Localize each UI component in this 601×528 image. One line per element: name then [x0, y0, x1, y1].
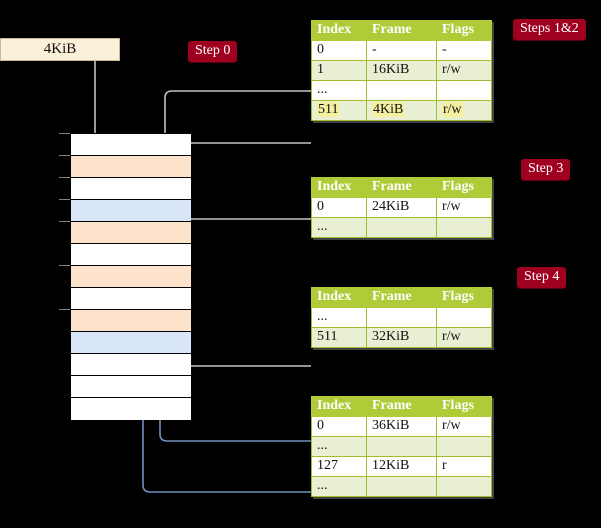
- table-row: 511 4KiB r/w: [311, 100, 492, 121]
- column-header-index: Index: [311, 287, 367, 308]
- column-header-frame: Frame: [366, 396, 437, 417]
- memory-frame-3: [71, 200, 191, 222]
- memory-frame-1: [71, 156, 191, 178]
- entry-index: ...: [311, 217, 367, 238]
- badge-step-4: Step 4: [517, 267, 567, 288]
- entry-index: ...: [311, 80, 367, 101]
- entry-flags: r: [436, 456, 492, 477]
- memory-tick-2: [59, 177, 70, 178]
- table-header-row: Index Frame Flags: [311, 287, 492, 308]
- entry-frame: 32KiB: [366, 327, 437, 348]
- memory-tick-1: [59, 155, 70, 156]
- entry-index: 0: [311, 416, 367, 437]
- highlight-mark: 4KiB: [372, 102, 405, 117]
- entry-frame: [366, 80, 437, 101]
- memory-frame-11: [71, 376, 191, 398]
- entry-flags: r/w: [436, 60, 492, 81]
- entry-frame: [366, 217, 437, 238]
- column-header-flags: Flags: [436, 177, 492, 198]
- highlight-mark: 511: [317, 102, 340, 117]
- entry-index: 511: [311, 100, 367, 121]
- badge-steps-1-2: Steps 1&2: [513, 19, 586, 40]
- column-header-flags: Flags: [436, 396, 492, 417]
- badge-step-3: Step 3: [521, 159, 571, 180]
- entry-frame: 16KiB: [366, 60, 437, 81]
- entry-flags: [436, 80, 492, 101]
- entry-index: 1: [311, 60, 367, 81]
- table-row: ...: [311, 436, 492, 457]
- entry-frame: 36KiB: [366, 416, 437, 437]
- memory-frame-6: [71, 266, 191, 288]
- highlight-mark: r/w: [442, 102, 463, 117]
- entry-index: 0: [311, 40, 367, 61]
- table-row: 0--: [311, 40, 492, 61]
- memory-tick-0: [59, 133, 70, 134]
- badge-step-0: Step 0: [188, 41, 238, 62]
- column-header-index: Index: [311, 20, 367, 41]
- entry-flags: [436, 436, 492, 457]
- memory-tick-4: [59, 221, 70, 222]
- table-header-row: Index Frame Flags: [311, 396, 492, 417]
- memory-tick-3: [59, 199, 70, 200]
- column-header-index: Index: [311, 177, 367, 198]
- entry-flags: -: [436, 40, 492, 61]
- entry-flags: r/w: [436, 416, 492, 437]
- column-header-flags: Flags: [436, 287, 492, 308]
- column-header-flags: Flags: [436, 20, 492, 41]
- memory-frame-8: [71, 310, 191, 332]
- column-header-frame: Frame: [366, 287, 437, 308]
- memory-frame-2: [71, 178, 191, 200]
- table-row: ...: [311, 307, 492, 328]
- entry-index: 127: [311, 456, 367, 477]
- table-header-row: Index Frame Flags: [311, 20, 492, 41]
- memory-frame-0: [71, 134, 191, 156]
- entry-index: ...: [311, 476, 367, 497]
- entry-frame: -: [366, 40, 437, 61]
- column-header-frame: Frame: [366, 177, 437, 198]
- virtual-address-box: 4KiB: [0, 38, 120, 61]
- entry-flags: [436, 307, 492, 328]
- memory-frame-9: [71, 332, 191, 354]
- entry-flags: r/w: [436, 100, 492, 121]
- table-row: ...: [311, 476, 492, 497]
- entry-frame: [366, 436, 437, 457]
- column-header-frame: Frame: [366, 20, 437, 41]
- entry-index: ...: [311, 307, 367, 328]
- memory-frame-5: [71, 244, 191, 266]
- column-header-index: Index: [311, 396, 367, 417]
- wire-step3: [178, 218, 311, 254]
- entry-index: ...: [311, 436, 367, 457]
- entry-frame: [366, 476, 437, 497]
- memory-frame-7: [71, 288, 191, 310]
- memory-frame-4: [71, 222, 191, 244]
- memory-frame-10: [71, 354, 191, 376]
- table-header-row: Index Frame Flags: [311, 177, 492, 198]
- entry-frame: 24KiB: [366, 197, 437, 218]
- entry-frame: [366, 307, 437, 328]
- entry-frame: 12KiB: [366, 456, 437, 477]
- wire-step4: [172, 296, 311, 367]
- memory-tick-8: [59, 309, 70, 310]
- entry-flags: [436, 217, 492, 238]
- entry-flags: r/w: [436, 327, 492, 348]
- entry-flags: r/w: [436, 197, 492, 218]
- memory-frame-12: [71, 398, 191, 420]
- entry-index: 511: [311, 327, 367, 348]
- physical-memory-column: [70, 133, 191, 420]
- entry-frame: 4KiB: [366, 100, 437, 121]
- table-row: ...: [311, 217, 492, 238]
- entry-flags: [436, 476, 492, 497]
- memory-tick-6: [59, 265, 70, 266]
- table-row: ...: [311, 80, 492, 101]
- entry-index: 0: [311, 197, 367, 218]
